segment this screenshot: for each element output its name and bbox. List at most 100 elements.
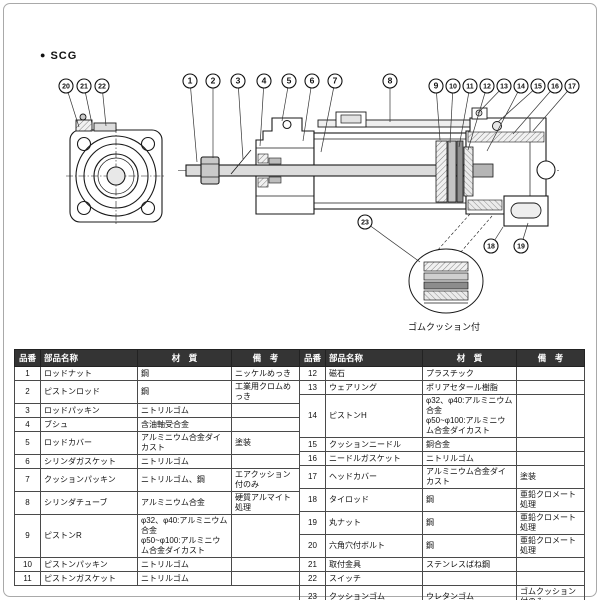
remark-cell: 亜鉛クロメート処理 <box>516 511 585 535</box>
front-view <box>66 113 166 226</box>
callout-label-12: 12 <box>483 84 491 91</box>
part-no-cell: 20 <box>299 534 326 558</box>
remark-cell: 塗装 <box>231 431 300 455</box>
callout-label-23: 23 <box>361 220 369 227</box>
callout-label-18: 18 <box>487 244 495 251</box>
part-name-cell: 磁石 <box>325 366 423 381</box>
part-name-cell: クッションゴム <box>325 585 423 600</box>
mounting-bracket <box>503 195 549 227</box>
callout-3 <box>230 73 246 89</box>
remark-cell: エアクッション付のみ <box>231 468 300 492</box>
callout-14 <box>513 78 529 94</box>
remark-cell: 工業用クロムめっき <box>231 380 300 404</box>
material-cell: ニトリルゴム <box>137 557 232 572</box>
material-cell: 銅合金 <box>422 437 517 452</box>
cushion-detail-view <box>408 248 484 314</box>
callout-label-15: 15 <box>534 84 542 91</box>
material-cell: アルミニウム合金 <box>137 491 232 515</box>
part-no-cell: 15 <box>299 437 326 452</box>
material-cell: 鋼 <box>422 488 517 512</box>
material-cell: ニトリルゴム <box>137 571 232 586</box>
material-cell: ポリアセタール樹脂 <box>422 380 517 395</box>
callout-21 <box>76 78 92 94</box>
remark-cell <box>231 571 300 586</box>
material-cell: アルミニウム合金ダイカスト <box>422 465 517 489</box>
callout-9 <box>428 78 444 94</box>
callout-label-21: 21 <box>80 84 88 91</box>
cushion-rubber <box>423 281 469 290</box>
remark-cell <box>231 403 300 418</box>
header-material: 材 質 <box>422 349 517 367</box>
callout-18 <box>483 238 499 254</box>
part-row: 23クッションゴムウレタンゴムゴムクッション付のみ <box>299 585 585 600</box>
part-no-cell: 17 <box>299 465 326 489</box>
material-cell <box>422 571 517 586</box>
material-cell: 含油軸受合金 <box>137 417 232 432</box>
callout-label-20: 20 <box>62 84 70 91</box>
callout-label-4: 4 <box>262 76 267 86</box>
part-no-cell: 21 <box>299 557 326 572</box>
part-name-cell: ウェアリング <box>325 380 423 395</box>
part-no-cell: 23 <box>299 585 326 600</box>
material-cell: ニトリルゴム <box>137 403 232 418</box>
callout-label-2: 2 <box>211 76 216 86</box>
remark-cell <box>516 394 585 438</box>
switch-bracket <box>75 113 117 132</box>
callout-16 <box>547 78 563 94</box>
callout-4 <box>256 73 272 89</box>
part-no-cell: 22 <box>299 571 326 586</box>
part-no-cell: 4 <box>14 417 41 432</box>
part-name-cell: シリンダガスケット <box>40 454 138 469</box>
remark-cell <box>516 437 585 452</box>
material-cell: ステンレスばね鋼 <box>422 557 517 572</box>
part-no-cell: 18 <box>299 488 326 512</box>
part-no-cell: 11 <box>14 571 41 586</box>
material-cell: 鋼 <box>137 366 232 381</box>
callout-label-5: 5 <box>287 76 292 86</box>
remark-cell <box>516 380 585 395</box>
callout-10 <box>445 78 461 94</box>
part-no-cell: 14 <box>299 394 326 438</box>
side-view <box>178 107 562 254</box>
remark-cell: 塗装 <box>516 465 585 489</box>
callout-20 <box>58 78 74 94</box>
part-name-cell: ピストンパッキン <box>40 557 138 572</box>
bullet-icon: ● <box>40 50 47 60</box>
part-name-cell: ロッドナット <box>40 366 138 381</box>
part-name-cell: タイロッド <box>325 488 423 512</box>
material-cell: アルミニウム合金ダイカスト <box>137 431 232 455</box>
part-name-cell: 取付金具 <box>325 557 423 572</box>
part-name-cell: スイッチ <box>325 571 423 586</box>
callout-23 <box>357 214 373 230</box>
callout-label-8: 8 <box>388 76 393 86</box>
part-name-cell: 六角穴付ボルト <box>325 534 423 558</box>
remark-cell: 亜鉛クロメート処理 <box>516 534 585 558</box>
part-name-cell: ロッドパッキン <box>40 403 138 418</box>
header-part-no: 品番 <box>14 349 41 367</box>
callout-label-14: 14 <box>517 84 525 91</box>
callout-5 <box>281 73 297 89</box>
part-no-cell: 7 <box>14 468 41 492</box>
material-cell: 鋼 <box>137 380 232 404</box>
material-cell: φ32、φ40:アルミニウム合金 φ50~φ100:アルミニウム合金ダイカスト <box>422 394 517 438</box>
callout-13 <box>496 78 512 94</box>
material-cell: プラスチック <box>422 366 517 381</box>
header-part-name: 部品名称 <box>40 349 138 367</box>
callout-8 <box>382 73 398 89</box>
